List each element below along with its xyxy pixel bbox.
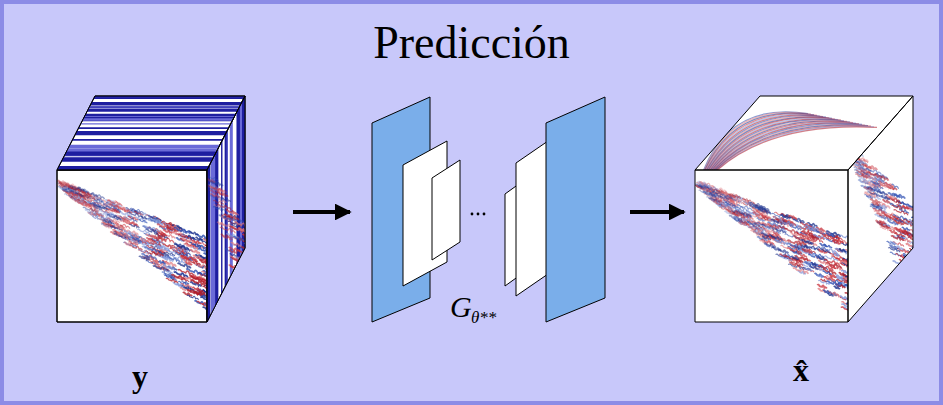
diagram-title: Predicción [0, 18, 943, 69]
node-label: y [132, 360, 148, 392]
node-label: x̂ [793, 354, 809, 386]
input-cube-node: y [55, 92, 285, 397]
flow-arrow [293, 210, 350, 214]
output-cube-node: x̂ [692, 92, 922, 397]
node-label: G [450, 292, 472, 322]
label-subscript: θ** [471, 309, 496, 326]
input-cube [50, 90, 258, 325]
output-cube [695, 96, 927, 322]
network-layers [372, 97, 605, 322]
network-node: Gθ** [358, 92, 622, 342]
flow-arrow [630, 210, 684, 214]
